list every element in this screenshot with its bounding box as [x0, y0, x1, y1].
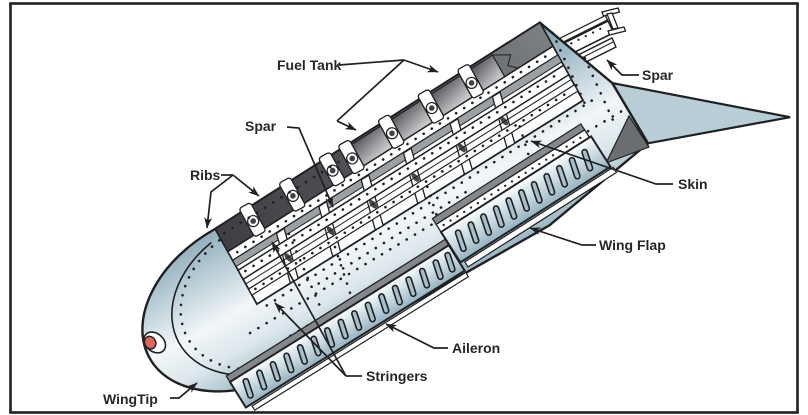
label-skin: Skin [678, 176, 708, 192]
nav-light-lens [143, 335, 157, 350]
leader-lines [170, 59, 673, 399]
label-wing-flap: Wing Flap [599, 237, 666, 253]
spar-root-arrow [606, 59, 639, 76]
stringer-line [245, 79, 572, 285]
label-fuel-tank: Fuel Tank [277, 57, 342, 73]
fuel-tank-leader [336, 59, 405, 122]
wing-assembly [141, 21, 791, 393]
label-wingtip: WingTip [103, 391, 158, 407]
fuel-tank-leader [338, 59, 405, 66]
rib-lightening-hole [500, 116, 509, 126]
wingtip-arrow [170, 382, 198, 399]
aileron-trailing-flange [251, 271, 470, 412]
spar-top-arrow [286, 126, 334, 208]
aileron-arrow [385, 323, 448, 349]
nav-light [143, 331, 167, 354]
skin-arrow [530, 140, 673, 185]
ribs-arrow [232, 174, 260, 197]
fuel-tank-arrow [403, 59, 439, 73]
cutaway-interior [213, 21, 585, 306]
flap-well-shadow [604, 114, 650, 165]
stringers-arrow [271, 241, 347, 377]
spar-member [237, 64, 570, 281]
labels: Fuel Tank Spar Ribs Spar Skin Wing Flap … [103, 57, 708, 407]
stringer-strip [247, 84, 579, 296]
label-stringers: Stringers [366, 368, 428, 384]
label-spar-root: Spar [642, 67, 674, 83]
spar-i-section [606, 12, 619, 30]
rib-caps [239, 64, 484, 237]
label-aileron: Aileron [452, 340, 500, 356]
rivet-line [562, 25, 606, 49]
wing-flap-arrow [529, 227, 596, 246]
label-spar-top: Spar [245, 118, 277, 134]
aileron-band [225, 238, 470, 412]
fuel-tank-arrow [336, 120, 357, 131]
rivet-line [442, 135, 584, 227]
label-ribs: Ribs [190, 167, 221, 183]
ribs-arrow [204, 174, 234, 229]
stringers-arrow [274, 302, 347, 377]
